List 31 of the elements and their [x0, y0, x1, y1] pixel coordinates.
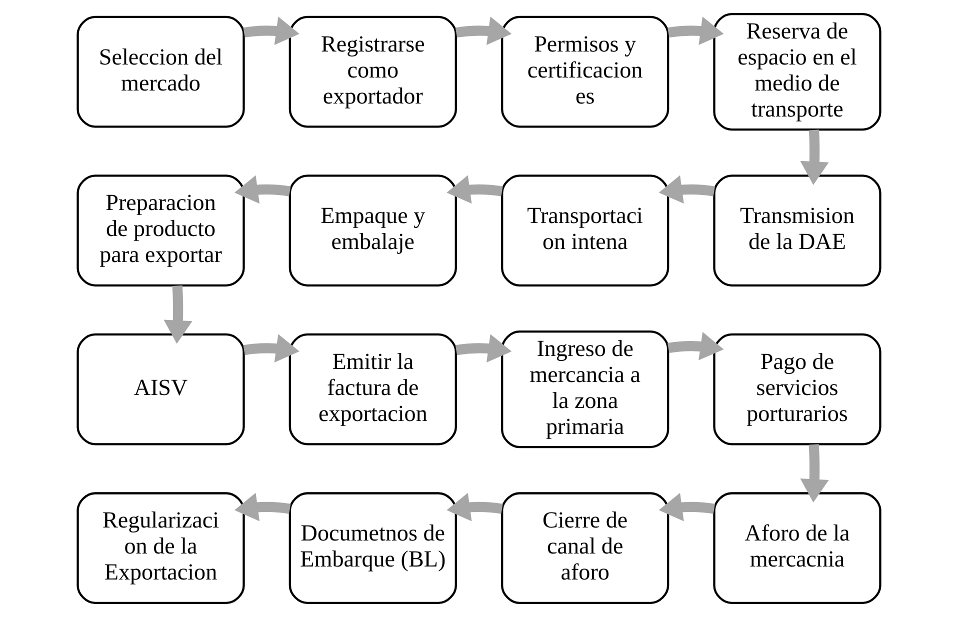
- node-box: Reserva de espacio en el medio de transporte: [713, 13, 882, 131]
- arrow: [800, 444, 829, 503]
- arrow: [668, 332, 724, 360]
- node-box: Pago de servicios porturarios: [713, 333, 882, 446]
- arrow: [455, 16, 512, 45]
- node-box: Preparacion de producto para exportar: [76, 174, 245, 286]
- arrow: [455, 334, 512, 362]
- node-box: Emitir la factura de exportacion: [288, 333, 457, 446]
- arrow: [243, 334, 300, 362]
- node-box: Transmision de la DAE: [713, 174, 882, 286]
- node-box: Cierre de canal de aforo: [501, 492, 670, 604]
- node-box: Ingreso de mercancia a la zona primaria: [501, 330, 670, 448]
- node-box: Transportaci on intena: [501, 174, 670, 286]
- arrow: [800, 130, 829, 185]
- arrow: [164, 285, 192, 344]
- node-box: Registrarse como exportador: [288, 16, 457, 128]
- node-box: AISV: [76, 333, 245, 446]
- arrow: [668, 16, 724, 45]
- node-box: Regularizaci on de la Exportacion: [76, 492, 245, 604]
- arrow: [446, 175, 503, 204]
- arrow: [234, 175, 291, 204]
- node-box: Seleccion del mercado: [76, 16, 245, 128]
- arrow: [658, 492, 715, 522]
- node-box: Permisos y certificacion es: [501, 16, 670, 128]
- node-box: Empaque y embalaje: [288, 174, 457, 286]
- node-box: Aforo de la mercacnia: [713, 492, 882, 604]
- arrow: [243, 16, 300, 45]
- arrow: [446, 492, 503, 522]
- arrow: [234, 492, 291, 522]
- arrow: [658, 175, 715, 204]
- node-box: Documetnos de Embarque (BL): [288, 492, 457, 604]
